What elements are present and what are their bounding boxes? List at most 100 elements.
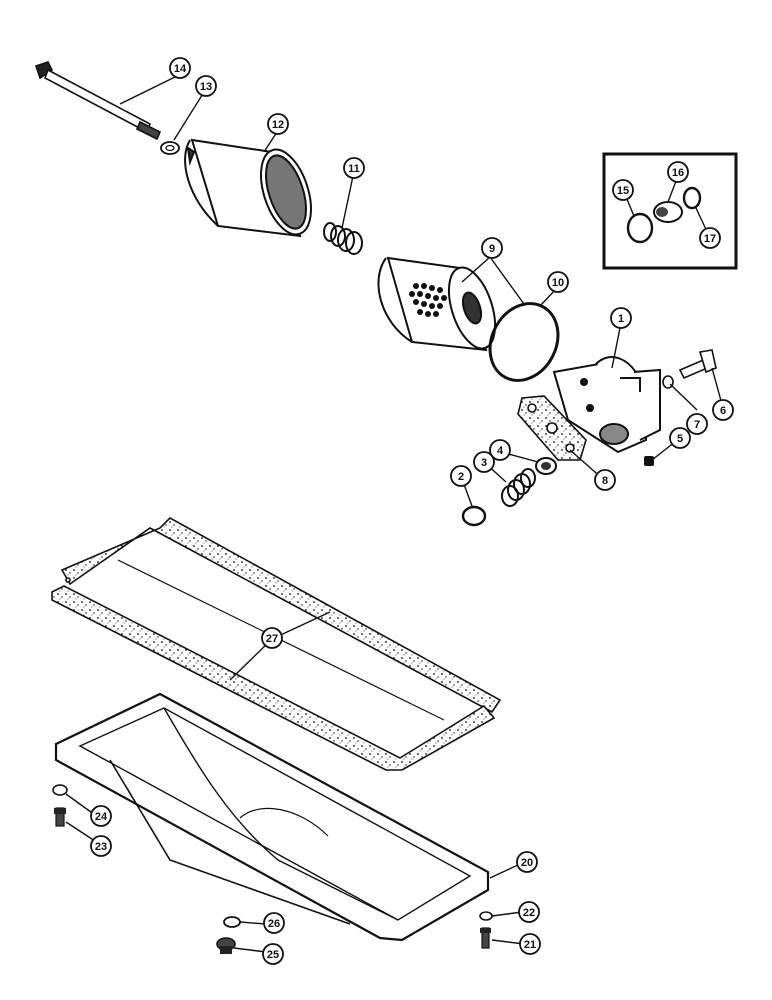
callout-group: 14 13 12 11 9 10 1 16 15 17 6 75 8 43 2 27 20 22 21 26 25 24 2…	[90, 57, 734, 965]
callout-16: 16	[667, 161, 689, 183]
callout-24: 24	[90, 805, 112, 827]
plug-16	[653, 201, 683, 223]
spring-3	[501, 468, 536, 507]
callout-circle	[489, 439, 511, 461]
callout-circle	[267, 113, 289, 135]
callout-circle	[90, 805, 112, 827]
spring-11	[323, 222, 363, 255]
callout-label: 3	[481, 457, 487, 469]
callout-circle	[594, 469, 616, 491]
callout-13: 13	[195, 75, 217, 97]
callout-label: 12	[272, 119, 284, 131]
callout-11: 11	[343, 157, 365, 179]
callout-8: 8	[594, 469, 616, 491]
callout-label: 22	[523, 907, 535, 919]
gasket-8	[517, 395, 587, 461]
callout-23: 23	[90, 835, 112, 857]
callout-3: 3	[473, 451, 495, 473]
callout-circle	[519, 933, 541, 955]
callout-9: 9	[481, 237, 503, 259]
callout-circle	[669, 427, 691, 449]
o-ring-10	[488, 302, 560, 382]
callout-circle	[686, 413, 708, 435]
callout-20: 20	[516, 851, 538, 873]
callout-label: 16	[672, 167, 684, 179]
callout-1: 1	[610, 307, 632, 329]
callout-27: 27	[261, 627, 283, 649]
callout-7: 7	[686, 413, 708, 435]
callout-label: 10	[552, 277, 564, 289]
callout-label: 13	[200, 81, 212, 93]
callout-14: 14	[169, 57, 191, 79]
oil-pan-20	[54, 692, 490, 942]
callout-label: 14	[174, 63, 187, 75]
callout-label: 27	[266, 633, 278, 645]
callout-6: 6	[712, 399, 734, 421]
ring-15	[626, 212, 654, 244]
callout-label: 5	[677, 433, 683, 445]
filter-head-housing-1	[552, 356, 661, 454]
washer-24	[52, 784, 68, 796]
callout-circle	[195, 75, 217, 97]
bolt-6	[678, 349, 717, 380]
drain-plug-25	[216, 937, 236, 954]
callout-label: 8	[602, 475, 608, 487]
callout-circle	[481, 237, 503, 259]
callout-circle	[699, 227, 721, 249]
callout-label: 7	[694, 419, 700, 431]
callout-circle	[612, 179, 634, 201]
callout-label: 25	[267, 949, 279, 961]
callout-circle	[261, 627, 283, 649]
filter-canister-12	[184, 138, 312, 238]
callout-15: 15	[612, 179, 634, 201]
pan-gasket-27	[51, 517, 502, 771]
callout-label: 9	[489, 243, 495, 255]
callout-21: 21	[519, 933, 541, 955]
callout-circle	[263, 912, 285, 934]
callout-circle	[90, 835, 112, 857]
drain-washer-26	[223, 916, 241, 928]
callout-2: 2	[450, 465, 472, 487]
filter-element-9	[377, 256, 497, 352]
callout-label: 1	[618, 313, 624, 325]
callout-circle	[667, 161, 689, 183]
callout-label: 17	[704, 233, 716, 245]
callout-circle	[547, 271, 569, 293]
bolt-21	[480, 927, 491, 949]
o-ring-17	[682, 186, 702, 210]
callout-label: 15	[617, 185, 629, 197]
callout-label: 20	[521, 857, 533, 869]
callout-label: 2	[458, 471, 464, 483]
callout-circle	[450, 465, 472, 487]
callout-4: 4	[489, 439, 511, 461]
bolt-14	[34, 61, 162, 141]
callout-circle	[473, 451, 495, 473]
callout-26: 26	[263, 912, 285, 934]
callout-label: 11	[348, 163, 360, 175]
callout-circle	[518, 901, 540, 923]
callout-22: 22	[518, 901, 540, 923]
cap-2	[461, 505, 487, 527]
callout-circle	[262, 943, 284, 965]
callout-circle	[516, 851, 538, 873]
washer-22	[479, 911, 493, 921]
callout-label: 6	[720, 405, 726, 417]
callout-5: 5	[669, 427, 691, 449]
callout-25: 25	[262, 943, 284, 965]
valve-4	[535, 457, 557, 475]
plug-5	[644, 456, 654, 466]
callout-circle	[169, 57, 191, 79]
callout-label: 26	[268, 918, 280, 930]
callout-10: 10	[547, 271, 569, 293]
callout-label: 21	[524, 939, 536, 951]
washer-13	[160, 141, 180, 155]
callout-label: 4	[497, 445, 504, 457]
callout-label: 23	[95, 841, 107, 853]
callout-17: 17	[699, 227, 721, 249]
callout-12: 12	[267, 113, 289, 135]
callout-circle	[712, 399, 734, 421]
callout-circle	[343, 157, 365, 179]
callout-circle	[610, 307, 632, 329]
callout-label: 24	[95, 811, 108, 823]
